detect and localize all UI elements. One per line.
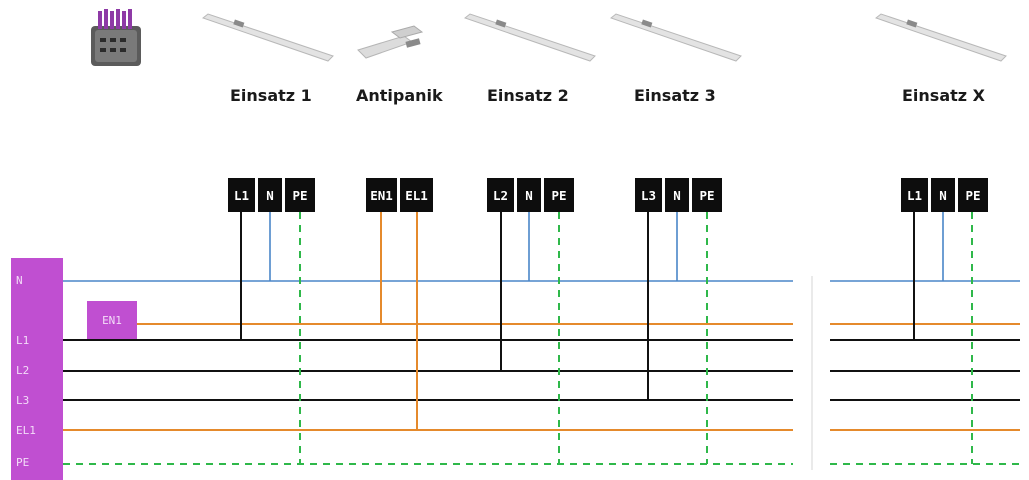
terminal-einsatz2-l2: L2: [487, 178, 514, 212]
terminal-einsatz1-n: N: [258, 178, 282, 212]
bus-panel: [11, 258, 63, 480]
terminal-einsatz1-l1: L1: [228, 178, 255, 212]
fixture-label-antipanik: Antipanik: [356, 86, 443, 105]
fixture-label-einsatz-x: Einsatz X: [902, 86, 985, 105]
linear-luminaire-icon: [201, 13, 334, 62]
terminal-antipanik-el1: EL1: [400, 178, 433, 212]
terminal-einsatz3-l3: L3: [635, 178, 662, 212]
linear-luminaire-icon: [874, 13, 1007, 62]
emergency-unit-icon: [91, 9, 141, 66]
fixture-label-einsatz-1: Einsatz 1: [230, 86, 312, 105]
terminal-einsatzx-l1: L1: [901, 178, 928, 212]
antipanic-luminaire-icon: [357, 25, 424, 59]
en1-box: EN1: [87, 301, 137, 339]
fixture-label-einsatz-2: Einsatz 2: [487, 86, 569, 105]
terminal-einsatz1-pe: PE: [285, 178, 315, 212]
terminal-einsatz2-n: N: [517, 178, 541, 212]
linear-luminaire-icon: [463, 13, 596, 62]
bus-label-el1: EL1: [16, 424, 36, 437]
linear-luminaire-icon: [609, 13, 742, 62]
terminal-antipanik-en1: EN1: [366, 178, 397, 212]
terminal-einsatz3-n: N: [665, 178, 689, 212]
terminal-einsatzx-pe: PE: [958, 178, 988, 212]
bus-label-l1: L1: [16, 334, 30, 347]
terminal-einsatz3-pe: PE: [692, 178, 722, 212]
fixture-label-einsatz-3: Einsatz 3: [634, 86, 716, 105]
terminal-einsatz2-pe: PE: [544, 178, 574, 212]
bus-label-l3: L3: [16, 394, 30, 407]
bus-label-pe: PE: [16, 456, 30, 469]
terminal-einsatzx-n: N: [931, 178, 955, 212]
bus-label-l2: L2: [16, 364, 30, 377]
bus-label-n: N: [16, 274, 23, 287]
